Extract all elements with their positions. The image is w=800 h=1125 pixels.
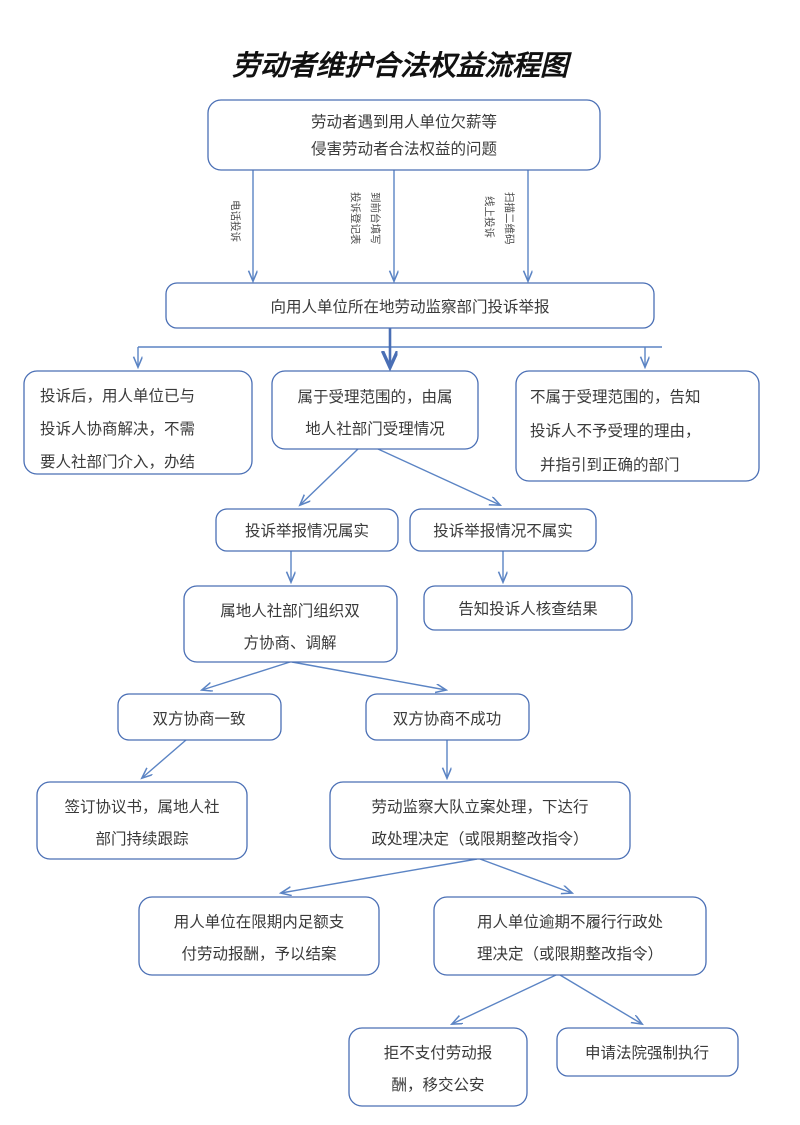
node-n5-box[interactable] [515,370,760,482]
node-n15-line-0: 用人单位逾期不履行行政处 [477,913,663,931]
node-n17-line-0: 申请法院强制执行 [585,1043,709,1062]
node-n16-box[interactable] [348,1027,528,1107]
node-n12-line-1: 部门持续跟踪 [95,830,189,848]
node-group: 劳动者遇到用人单位欠薪等 侵害劳动者合法权益的问题 向用人单位所在地劳动监察部门… [23,99,760,1107]
node-n11[interactable]: 双方协商不成功 [365,693,530,741]
connector-n13-n14 [281,858,478,893]
node-n14[interactable]: 用人单位在限期内足额支 付劳动报酬，予以结案 [138,896,380,976]
edge-label-scan-qrcode: 扫描二维码 [503,192,516,245]
node-n15-box[interactable] [433,896,707,976]
node-n11-box[interactable] [365,693,530,741]
node-n1-box[interactable] [207,99,601,171]
node-n14-box[interactable] [138,896,380,976]
node-n2-box[interactable] [165,282,655,329]
connector-n4-n7 [377,448,500,505]
node-n16[interactable]: 拒不支付劳动报 酬，移交公安 [348,1027,528,1107]
node-n16-line-0: 拒不支付劳动报 [384,1044,493,1062]
node-n15[interactable]: 用人单位逾期不履行行政处 理决定（或限期整改指令） [433,896,707,976]
node-n3-line-0: 投诉后，用人单位已与 [40,387,195,405]
node-n4[interactable]: 属于受理范围的，由属 地人社部门受理情况 [271,370,479,450]
node-n7-box[interactable] [409,508,597,552]
node-n17[interactable]: 申请法院强制执行 [556,1027,739,1077]
node-n3-line-1: 投诉人协商解决，不需 [40,420,195,438]
node-n4-box[interactable] [271,370,479,450]
node-n3-line-2: 要人社部门介入，办结 [40,453,195,471]
node-n6-box[interactable] [215,508,399,552]
node-n5[interactable]: 不属于受理范围的，告知 投诉人不予受理的理由， 并指引到正确的部门 [515,370,760,482]
connector-n4-n6 [300,448,359,505]
node-n5-line-2: 并指引到正确的部门 [540,456,680,474]
node-n13-box[interactable] [329,781,631,860]
edge-label-group: 电话投诉 到前台填写 投诉登记表 扫描二维码 线上投诉 [229,192,516,245]
connector-n15-n16 [452,974,557,1024]
node-n8[interactable]: 属地人社部门组织双 方协商、调解 [183,585,398,663]
node-n12-line-0: 签订协议书，属地人社 [64,798,219,816]
connector-n15-n17 [559,974,642,1024]
node-n7-line-0: 投诉举报情况不属实 [433,522,573,540]
node-n10-line-0: 双方协商一致 [152,710,246,728]
node-n4-line-0: 属于受理范围的，由属 [297,388,452,406]
node-n13-line-0: 劳动监察大队立案处理，下达行 [371,798,588,816]
node-n5-line-0: 不属于受理范围的，告知 [530,388,701,406]
node-n12-box[interactable] [36,781,248,860]
node-n13[interactable]: 劳动监察大队立案处理，下达行 政处理决定（或限期整改指令） [329,781,631,860]
node-n15-line-1: 理决定（或限期整改指令） [477,945,663,963]
node-n13-line-1: 政处理决定（或限期整改指令） [371,830,588,848]
node-n1-line-0: 劳动者遇到用人单位欠薪等 [311,113,497,131]
edge-label-online-complaint: 线上投诉 [483,196,496,238]
edge-label-frontdesk-fill: 到前台填写 [369,192,382,245]
node-n14-line-1: 付劳动报酬，予以结案 [181,945,337,963]
connector-group [138,170,662,1024]
node-n9-box[interactable] [423,585,633,631]
node-n8-line-1: 方协商、调解 [243,634,336,652]
node-n2-line-0: 向用人单位所在地劳动监察部门投诉举报 [270,298,549,316]
node-n12[interactable]: 签订协议书，属地人社 部门持续跟踪 [36,781,248,860]
node-n6-line-0: 投诉举报情况属实 [245,522,369,540]
node-n5-line-1: 投诉人不予受理的理由， [530,422,701,440]
connector-n8-n10 [202,661,291,690]
node-n2[interactable]: 向用人单位所在地劳动监察部门投诉举报 [165,282,655,329]
node-n16-line-1: 酬，移交公安 [391,1076,484,1094]
page-title: 劳动者维护合法权益流程图 [232,49,572,82]
edge-label-phone-complaint: 电话投诉 [229,200,242,242]
connector-n10-n12 [142,739,187,778]
node-n10-box[interactable] [117,693,282,741]
node-n14-line-0: 用人单位在限期内足额支 [174,913,345,931]
node-n4-line-1: 地人社部门受理情况 [305,420,445,438]
node-n9-line-0: 告知投诉人核查结果 [458,600,598,618]
node-n17-box[interactable] [556,1027,739,1077]
edge-label-registration-form: 投诉登记表 [349,192,362,245]
node-n7[interactable]: 投诉举报情况不属实 [409,508,597,552]
node-n1[interactable]: 劳动者遇到用人单位欠薪等 侵害劳动者合法权益的问题 [207,99,601,171]
node-n6[interactable]: 投诉举报情况属实 [215,508,399,552]
node-n10[interactable]: 双方协商一致 [117,693,282,741]
connector-n8-n11 [291,661,446,690]
node-n11-line-0: 双方协商不成功 [393,710,502,728]
node-n1-line-1: 侵害劳动者合法权益的问题 [311,140,497,158]
node-n8-line-0: 属地人社部门组织双 [220,602,360,620]
node-n9[interactable]: 告知投诉人核查结果 [423,585,633,631]
node-n3-box[interactable] [23,370,253,475]
node-n8-box[interactable] [183,585,398,663]
node-n3[interactable]: 投诉后，用人单位已与 投诉人协商解决，不需 要人社部门介入，办结 [23,370,253,475]
connector-n13-n15 [479,858,572,893]
